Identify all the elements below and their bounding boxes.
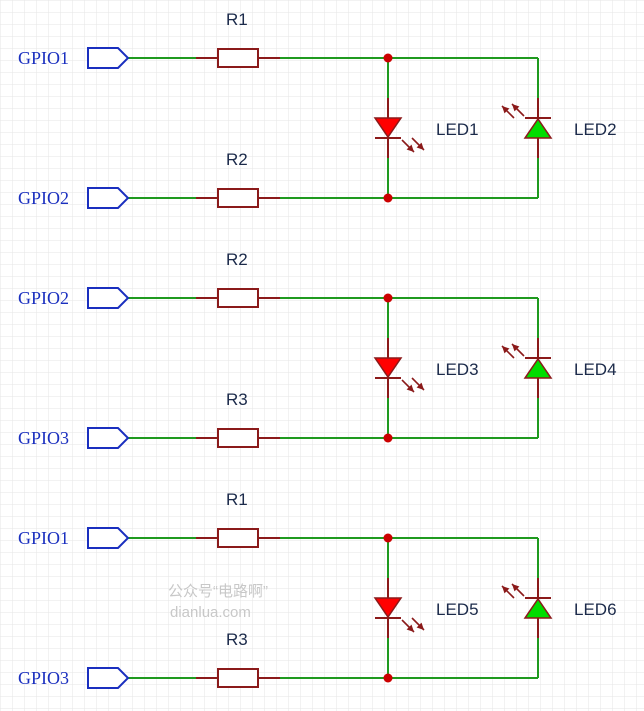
port-label: GPIO3 (18, 428, 69, 448)
gpio-port-top: GPIO2 (18, 287, 130, 309)
light-arrowhead (406, 384, 414, 392)
gpio-port-top: GPIO1 (18, 527, 130, 549)
gpio-port-bottom: GPIO3 (18, 427, 130, 449)
port-symbol (87, 287, 130, 309)
watermark: 公众号“电路啊” dianlua.com (168, 583, 268, 621)
light-arrowhead (406, 144, 414, 152)
light-arrowhead (502, 346, 510, 354)
light-arrowhead (502, 586, 510, 594)
gpio-port-bottom: GPIO2 (18, 187, 130, 209)
led-label: LED4 (574, 360, 617, 379)
light-arrowhead (512, 584, 520, 592)
resistor-bottom: R3 (196, 630, 280, 688)
junction-dot (383, 53, 393, 63)
led-label: LED5 (436, 600, 479, 619)
junction-dot (383, 433, 393, 443)
light-arrowhead (502, 106, 510, 114)
watermark-line2: dianlua.com (170, 604, 251, 621)
led-red: LED3 (373, 338, 479, 398)
port-symbol (87, 667, 130, 689)
led-green: LED2 (501, 98, 617, 158)
led-red: LED5 (373, 578, 479, 638)
led-label: LED2 (574, 120, 617, 139)
light-arrowhead (416, 382, 424, 390)
light-arrowhead (416, 142, 424, 150)
light-arrowhead (512, 104, 520, 112)
gpio-port-bottom: GPIO3 (18, 667, 130, 689)
led-label: LED6 (574, 600, 617, 619)
resistor-top: R1 (196, 10, 280, 68)
junction-dot (383, 293, 393, 303)
resistor-body (217, 188, 259, 208)
resistor-label: R1 (226, 10, 248, 29)
port-label: GPIO3 (18, 668, 69, 688)
light-arrowhead (416, 622, 424, 630)
resistor-body (217, 428, 259, 448)
resistor-body (217, 668, 259, 688)
port-label: GPIO2 (18, 288, 69, 308)
resistor-body (217, 48, 259, 68)
watermark-line1: 公众号“电路啊” (168, 583, 268, 600)
port-label: GPIO1 (18, 48, 69, 68)
resistor-bottom: R3 (196, 390, 280, 448)
resistor-top: R1 (196, 490, 280, 548)
resistor-body (217, 288, 259, 308)
resistor-label: R2 (226, 250, 248, 269)
port-symbol (87, 47, 130, 69)
resistor-body (217, 528, 259, 548)
led-red: LED1 (373, 98, 479, 158)
port-symbol (87, 187, 130, 209)
led-green: LED4 (501, 338, 617, 398)
port-symbol (87, 527, 130, 549)
light-arrowhead (406, 624, 414, 632)
port-label: GPIO1 (18, 528, 69, 548)
led-green: LED6 (501, 578, 617, 638)
gpio-port-top: GPIO1 (18, 47, 130, 69)
resistor-label: R3 (226, 630, 248, 649)
resistor-label: R2 (226, 150, 248, 169)
port-symbol (87, 427, 130, 449)
port-label: GPIO2 (18, 188, 69, 208)
junction-dot (383, 533, 393, 543)
resistor-top: R2 (196, 250, 280, 308)
light-arrowhead (512, 344, 520, 352)
led-label: LED3 (436, 360, 479, 379)
led-label: LED1 (436, 120, 479, 139)
junction-dot (383, 193, 393, 203)
resistor-bottom: R2 (196, 150, 280, 208)
junction-dot (383, 673, 393, 683)
resistor-label: R3 (226, 390, 248, 409)
resistor-label: R1 (226, 490, 248, 509)
